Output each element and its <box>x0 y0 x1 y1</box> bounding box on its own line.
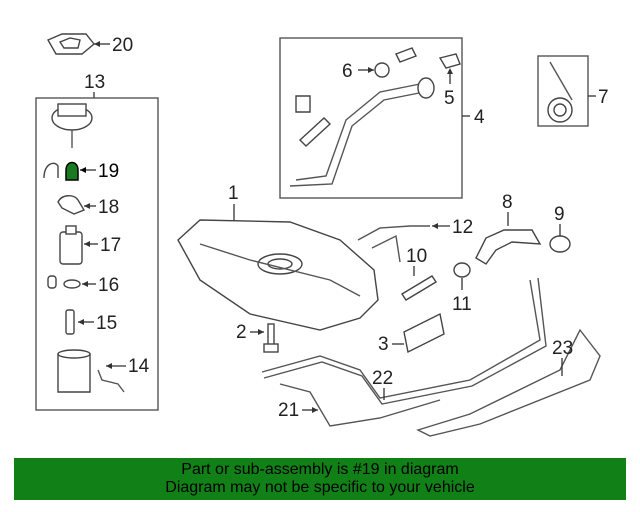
callout-12: 12 <box>452 217 473 238</box>
banner-line-1: Part or sub-assembly is #19 in diagram <box>181 461 459 478</box>
part-10[interactable] <box>401 275 437 301</box>
callout-1: 1 <box>228 183 239 204</box>
part-20-gasket[interactable] <box>47 33 110 55</box>
part-17-filter[interactable] <box>59 225 98 265</box>
callout-6: 6 <box>342 61 353 82</box>
part-2-bolt[interactable] <box>263 323 279 353</box>
part-1-fuel-tank[interactable] <box>177 219 379 331</box>
callout-11: 11 <box>452 294 472 315</box>
part-11-clamp[interactable] <box>453 262 471 290</box>
callout-3: 3 <box>378 334 389 355</box>
part-22-fuel-line[interactable] <box>261 277 547 405</box>
part-12[interactable] <box>357 223 450 263</box>
callout-8: 8 <box>502 192 513 213</box>
callout-13: 13 <box>84 72 105 93</box>
callout-10: 10 <box>406 246 427 267</box>
part-4-filler-neck[interactable] <box>289 77 435 187</box>
callout-21: 21 <box>278 400 299 421</box>
part-9-clamp[interactable] <box>549 235 571 253</box>
callout-18: 18 <box>98 197 119 218</box>
part-23-bracket[interactable] <box>416 328 601 437</box>
part-8-hose[interactable] <box>475 229 542 265</box>
part-15-sender[interactable] <box>65 309 94 335</box>
part-5[interactable] <box>438 53 461 84</box>
callout-20: 20 <box>112 35 133 56</box>
part-3-shield[interactable] <box>403 312 445 354</box>
callout-22: 22 <box>372 368 393 389</box>
callout-5: 5 <box>444 88 455 109</box>
callout-17: 17 <box>100 235 121 256</box>
part-19-highlighted[interactable] <box>43 161 96 181</box>
banner-line-2: Diagram may not be specific to your vehi… <box>165 479 475 496</box>
callout-19: 19 <box>98 161 119 182</box>
info-banner: Part or sub-assembly is #19 in diagram D… <box>14 458 626 500</box>
part-16-o-ring[interactable] <box>47 275 96 289</box>
part-14-reservoir[interactable] <box>57 349 126 393</box>
sub-assembly-4-box <box>279 37 463 199</box>
callout-14: 14 <box>128 356 150 377</box>
part-13-pump-module[interactable] <box>51 103 93 148</box>
sub-assembly-13-box <box>35 97 159 411</box>
part-6[interactable] <box>358 47 417 78</box>
callout-4: 4 <box>474 107 485 128</box>
part-18[interactable] <box>57 195 96 215</box>
callout-23: 23 <box>552 338 573 359</box>
part-7-fuel-cap[interactable] <box>547 61 573 123</box>
callout-7: 7 <box>598 87 609 108</box>
callout-15: 15 <box>96 313 117 334</box>
callout-16: 16 <box>98 275 119 296</box>
sub-assembly-7-box <box>537 55 589 127</box>
part-21-fuel-line[interactable] <box>279 383 441 427</box>
callout-9: 9 <box>554 204 565 225</box>
callout-2: 2 <box>236 322 247 343</box>
